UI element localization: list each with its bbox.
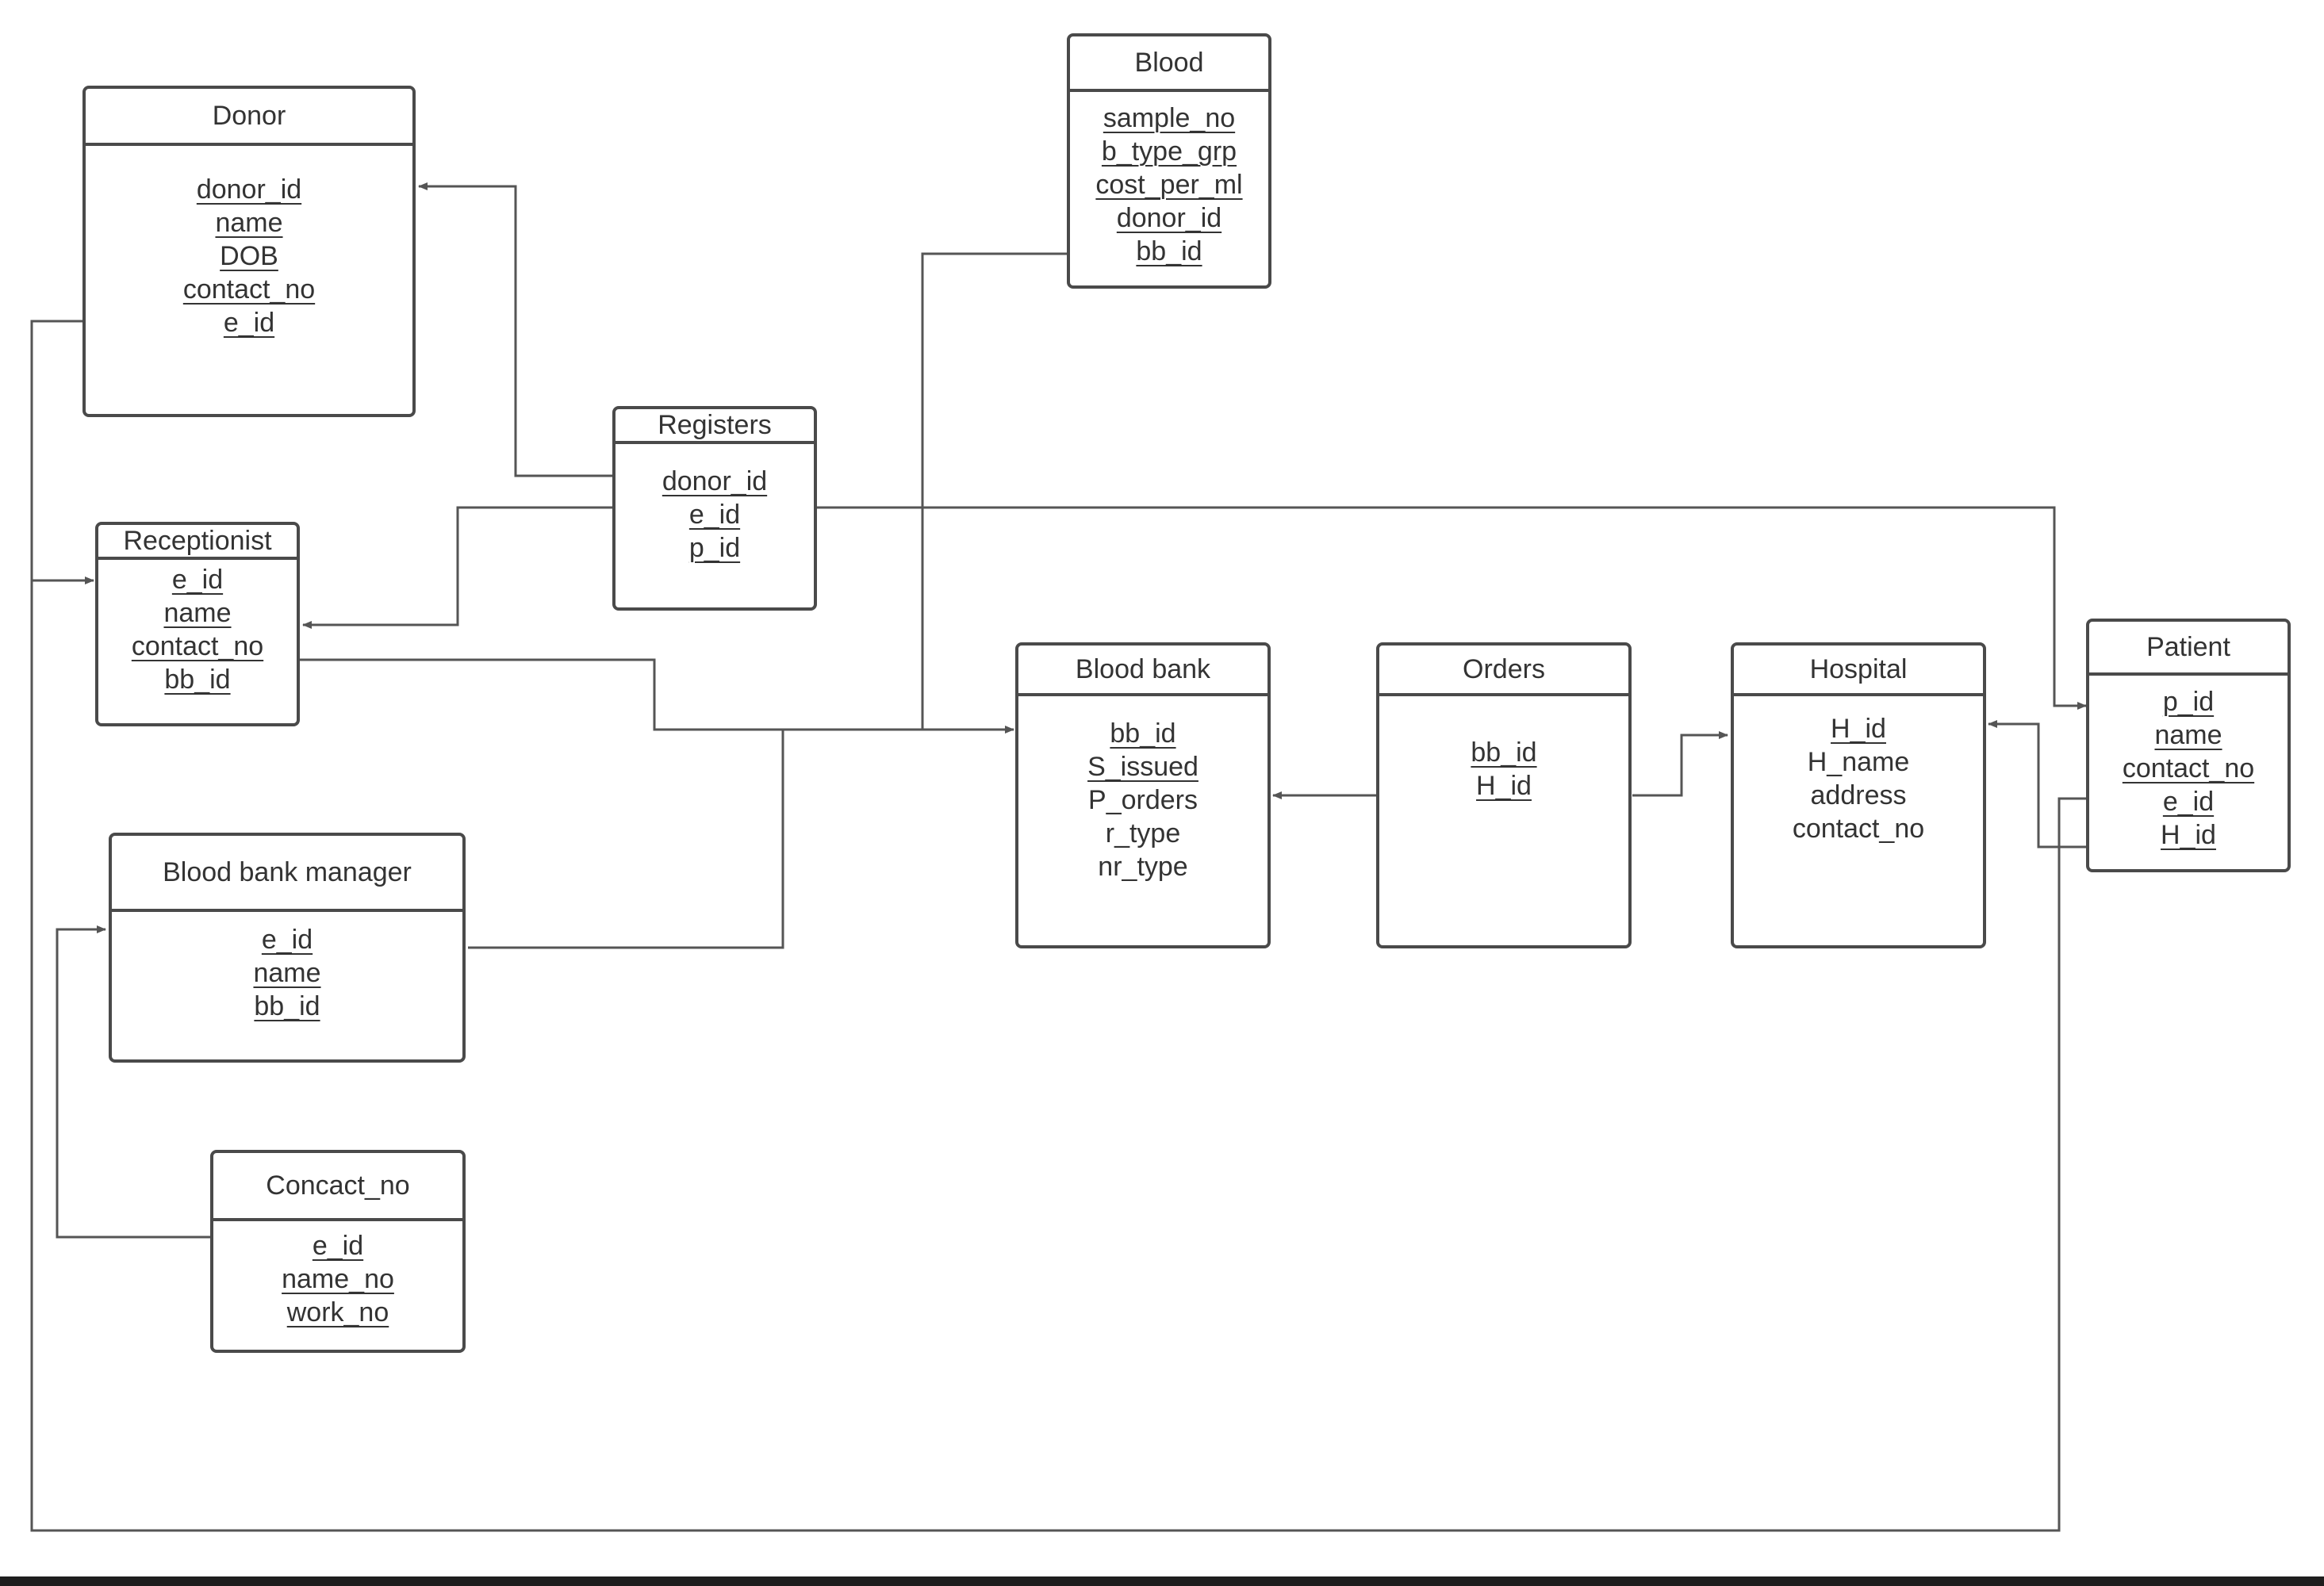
connector-blood-bloodbank	[921, 252, 1067, 730]
connector-registers-receptionist	[302, 506, 612, 629]
attribute: S_issued	[1087, 752, 1198, 782]
entity-title: Receptionist	[98, 525, 297, 560]
attribute-list: e_id name bb_id	[112, 923, 462, 1023]
entity-title: Blood bank manager	[112, 836, 462, 912]
attribute: p_id	[688, 533, 741, 563]
attribute: bb_id	[1110, 718, 1176, 749]
attribute: donor_id	[1116, 203, 1222, 233]
attribute: donor_id	[196, 174, 302, 205]
attribute: sample_no	[1103, 103, 1236, 133]
connector-registers-donor	[418, 182, 612, 477]
attribute: P_orders	[1088, 785, 1198, 815]
attribute: name	[253, 958, 321, 988]
attribute: nr_type	[1098, 852, 1188, 882]
entity-title: Blood	[1070, 36, 1268, 92]
attribute: name	[2154, 720, 2222, 750]
attribute: donor_id	[662, 466, 768, 496]
attribute: H_id	[1831, 714, 1886, 744]
attribute: e_id	[261, 925, 313, 955]
attribute: H_id	[1476, 771, 1532, 801]
entity-concact-no[interactable]: Concact_no e_id name_no work_no	[210, 1150, 466, 1353]
attribute-list: sample_no b_type_grp cost_per_ml donor_i…	[1070, 102, 1268, 268]
attribute: DOB	[220, 241, 278, 271]
attribute: address	[1810, 780, 1907, 810]
connector-receptionist-bloodbank	[300, 658, 1014, 734]
attribute: name_no	[282, 1264, 394, 1294]
attribute-list: H_id H_name address contact_no	[1734, 712, 1983, 845]
attribute: bb_id	[1471, 737, 1537, 768]
attribute-list: e_id name contact_no bb_id	[98, 563, 297, 696]
attribute: bb_id	[1136, 236, 1202, 266]
entity-title: Concact_no	[213, 1153, 462, 1221]
entity-title: Patient	[2089, 622, 2288, 676]
connector-concact-manager	[56, 925, 212, 1239]
entity-title: Hospital	[1734, 646, 1983, 696]
attribute: p_id	[2162, 687, 2215, 717]
connector-registers-patient	[817, 506, 2087, 710]
attribute: e_id	[688, 500, 741, 530]
attribute-list: bb_id H_id	[1379, 736, 1628, 803]
connector-patient-hospital	[1988, 720, 2086, 849]
attribute: bb_id	[254, 991, 320, 1021]
attribute: r_type	[1105, 818, 1181, 849]
attribute: cost_per_ml	[1095, 170, 1243, 200]
attribute: bb_id	[164, 665, 231, 695]
entity-blood-bank-manager[interactable]: Blood bank manager e_id name bb_id	[109, 833, 466, 1063]
entity-orders[interactable]: Orders bb_id H_id	[1376, 642, 1632, 948]
entity-patient[interactable]: Patient p_id name contact_no e_id H_id	[2086, 619, 2291, 872]
attribute-list: bb_id S_issued P_orders r_type nr_type	[1018, 717, 1267, 883]
attribute: b_type_grp	[1101, 136, 1237, 167]
attribute: contact_no	[1792, 814, 1925, 844]
entity-donor[interactable]: Donor donor_id name DOB contact_no e_id	[82, 86, 416, 417]
entity-hospital[interactable]: Hospital H_id H_name address contact_no	[1731, 642, 1986, 948]
attribute: H_id	[2161, 820, 2216, 850]
entity-title: Blood bank	[1018, 646, 1267, 696]
attribute: work_no	[286, 1297, 389, 1327]
attribute-list: donor_id e_id p_id	[616, 465, 814, 565]
attribute: name	[215, 208, 283, 238]
attribute-list: p_id name contact_no e_id H_id	[2089, 685, 2288, 852]
attribute: contact_no	[182, 274, 316, 305]
entity-title: Registers	[616, 409, 814, 444]
attribute-list: e_id name_no work_no	[213, 1229, 462, 1329]
attribute: name	[163, 598, 232, 628]
entity-title: Orders	[1379, 646, 1628, 696]
attribute: contact_no	[2122, 753, 2255, 783]
bottom-bar	[0, 1576, 2324, 1586]
connector-patient-loop	[30, 321, 2086, 1532]
attribute: e_id	[2162, 787, 2215, 817]
entity-receptionist[interactable]: Receptionist e_id name contact_no bb_id	[95, 522, 300, 726]
attribute: e_id	[171, 565, 224, 595]
attribute: e_id	[312, 1231, 364, 1261]
attribute: e_id	[223, 308, 275, 338]
entity-registers[interactable]: Registers donor_id e_id p_id	[612, 406, 817, 611]
entity-blood[interactable]: Blood sample_no b_type_grp cost_per_ml d…	[1067, 33, 1271, 289]
entity-blood-bank[interactable]: Blood bank bb_id S_issued P_orders r_typ…	[1015, 642, 1271, 948]
attribute-list: donor_id name DOB contact_no e_id	[86, 173, 412, 339]
attribute: H_name	[1807, 747, 1910, 777]
connector-manager-bloodbank	[468, 730, 784, 949]
attribute: contact_no	[131, 631, 264, 661]
connector-orders-hospital	[1632, 731, 1728, 797]
entity-title: Donor	[86, 89, 412, 146]
